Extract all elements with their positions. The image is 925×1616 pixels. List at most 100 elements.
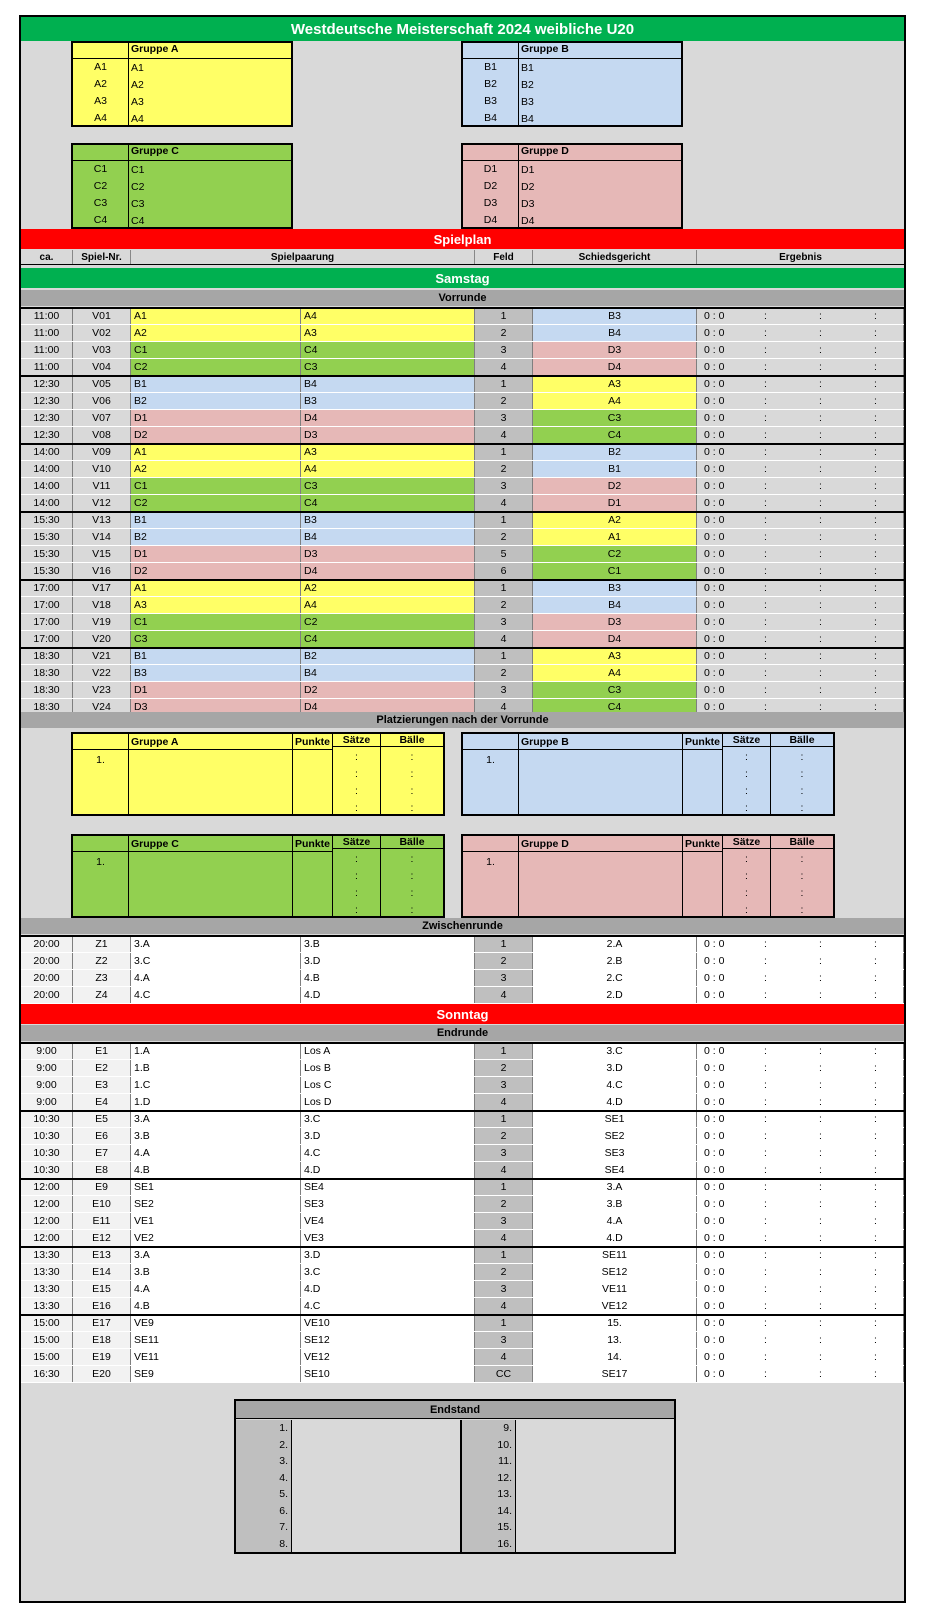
game-time: 12:30 [21, 376, 73, 392]
placement-header [463, 836, 518, 852]
field-number: 1 [475, 308, 533, 324]
result-cell: 0 : 0::: [697, 987, 904, 1003]
team-away: SE3 [301, 1196, 475, 1212]
score-colon: : [819, 667, 822, 679]
result-cell: 0 : 0::: [697, 1128, 904, 1144]
result-cell: 0 : 0::: [697, 1298, 904, 1314]
referee: 2.B [533, 953, 697, 969]
team-home: 3.B [131, 1128, 301, 1144]
score-colon: : [874, 548, 877, 560]
team-away: A4 [301, 461, 475, 477]
score-colon: : [764, 1164, 767, 1176]
score-colon: : [819, 1283, 822, 1295]
game-number: E20 [73, 1366, 131, 1382]
team-away: D2 [301, 682, 475, 698]
game-number: E2 [73, 1060, 131, 1076]
endstand-rank: 9. [503, 1422, 512, 1434]
field-number: 3 [475, 1281, 533, 1297]
endstand-rank: 16. [497, 1537, 512, 1550]
score-colon: : [764, 1096, 767, 1108]
game-time: 15:00 [21, 1349, 73, 1365]
score: 0 : 0 [704, 1096, 725, 1108]
team-home: D2 [131, 563, 301, 579]
team-home: VE11 [131, 1349, 301, 1365]
score-colon: : [764, 1266, 767, 1278]
game-number: E17 [73, 1315, 131, 1331]
group-name: Gruppe B [521, 43, 569, 55]
placement-colon: : [745, 768, 748, 780]
score: 0 : 0 [704, 989, 725, 1001]
referee: B2 [533, 444, 697, 460]
score-colon: : [819, 310, 822, 322]
game-time: 9:00 [21, 1077, 73, 1093]
score-colon: : [819, 938, 822, 950]
score: 0 : 0 [704, 412, 725, 424]
placement-colon: : [745, 887, 748, 899]
team-away: 4.B [301, 970, 475, 986]
placement-column: Gruppe D [519, 836, 683, 916]
score-colon: : [764, 1147, 767, 1159]
game-number: V15 [73, 546, 131, 562]
group-separator [21, 1314, 904, 1316]
team-home: B1 [131, 376, 301, 392]
group-box-header-spacer [463, 43, 519, 58]
game-number: V24 [73, 699, 131, 715]
game-number: E18 [73, 1332, 131, 1348]
game-time: 20:00 [21, 987, 73, 1003]
team-home: D2 [131, 427, 301, 443]
placement-colon: : [745, 802, 748, 814]
group-separator [21, 647, 904, 649]
placement-colon: : [355, 870, 358, 882]
result-cell: 0 : 0::: [697, 1196, 904, 1212]
field-number: 2 [475, 529, 533, 545]
group-team: C2 [131, 180, 145, 193]
score: 0 : 0 [704, 361, 725, 373]
score-colon: : [819, 361, 822, 373]
referee: 3.D [533, 1060, 697, 1076]
score: 0 : 0 [704, 395, 725, 407]
endstand-rank: 6. [279, 1504, 288, 1517]
placement-header [73, 836, 128, 852]
score-colon: : [874, 1215, 877, 1227]
referee: D4 [533, 631, 697, 647]
header-time: ca. [21, 250, 73, 264]
referee: D4 [533, 359, 697, 375]
team-home: C1 [131, 614, 301, 630]
team-home: 3.B [131, 1264, 301, 1280]
placement-colon: : [745, 785, 748, 797]
placement-colon: : [410, 904, 414, 916]
team-home: 4.B [131, 1298, 301, 1314]
group-seed: B4 [463, 110, 519, 127]
placement-colon: : [355, 887, 358, 899]
referee: 15. [533, 1315, 697, 1331]
score: 0 : 0 [704, 1351, 725, 1363]
score: 0 : 0 [704, 310, 725, 322]
score: 0 : 0 [704, 633, 725, 645]
score-colon: : [819, 429, 822, 441]
placement-column: 1. [73, 734, 129, 814]
score-colon: : [874, 378, 877, 390]
referee: SE17 [533, 1366, 697, 1382]
referee: A3 [533, 376, 697, 392]
placement-rank: 1. [96, 754, 105, 766]
placement-header: Sätze [333, 734, 380, 747]
result-cell: 0 : 0::: [697, 512, 904, 528]
field-number: 2 [475, 1060, 533, 1076]
referee: D1 [533, 495, 697, 511]
score: 0 : 0 [704, 938, 725, 950]
score-colon: : [874, 1368, 877, 1380]
team-home: 4.A [131, 1281, 301, 1297]
game-time: 15:00 [21, 1315, 73, 1331]
game-time: 17:00 [21, 597, 73, 613]
score: 0 : 0 [704, 616, 725, 628]
placement-cell: 1. [73, 852, 128, 916]
